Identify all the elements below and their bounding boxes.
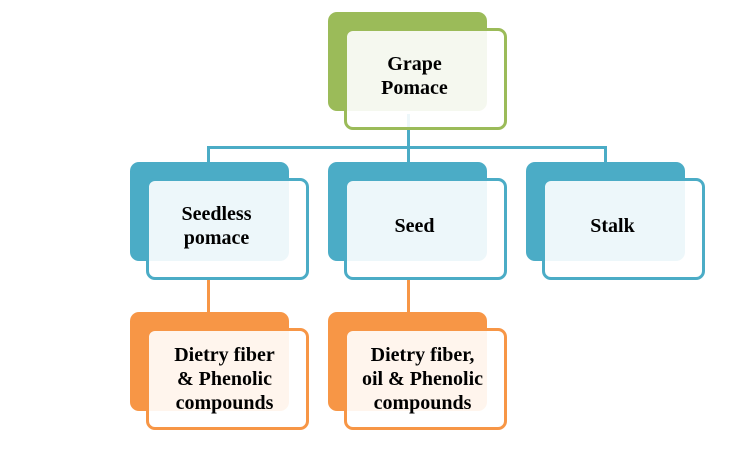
node-label: Dietry fiber & Phenolic compounds xyxy=(174,344,275,414)
node-front-shape: Seed xyxy=(344,178,507,280)
node-front-shape: Grape Pomace xyxy=(344,28,507,130)
node-label: Dietry fiber, oil & Phenolic compounds xyxy=(361,344,484,414)
node-seedless-components: Dietry fiber & Phenolic compounds xyxy=(130,312,309,431)
node-label: Seedless pomace xyxy=(181,203,252,249)
node-label: Grape Pomace xyxy=(381,53,448,99)
node-seed-components: Dietry fiber, oil & Phenolic compounds xyxy=(328,312,507,431)
connector-root-down xyxy=(407,114,410,149)
node-front-shape: Seedless pomace xyxy=(146,178,309,280)
connector-stalk xyxy=(604,146,607,162)
node-label: Seed xyxy=(394,215,435,237)
connector-seed-child xyxy=(407,280,410,312)
node-front-shape: Stalk xyxy=(542,178,705,280)
node-front-shape: Dietry fiber, oil & Phenolic compounds xyxy=(344,328,507,430)
connector-seedless xyxy=(207,146,210,162)
connector-seed xyxy=(407,146,410,162)
node-seedless-pomace: Seedless pomace xyxy=(130,162,309,281)
node-stalk: Stalk xyxy=(526,162,705,281)
node-label: Stalk xyxy=(590,215,635,237)
node-grape-pomace: Grape Pomace xyxy=(328,12,507,131)
node-seed: Seed xyxy=(328,162,507,281)
node-front-shape: Dietry fiber & Phenolic compounds xyxy=(146,328,309,430)
connector-seedless-child xyxy=(207,280,210,312)
